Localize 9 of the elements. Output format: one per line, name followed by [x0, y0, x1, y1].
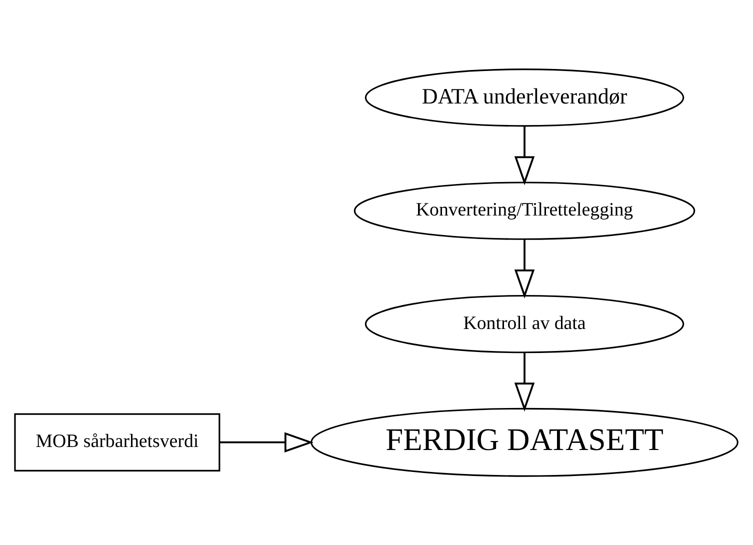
node-ellipse: FERDIG DATASETT [310, 408, 738, 477]
arrow [514, 240, 535, 298]
arrow [219, 432, 314, 452]
node-ellipse: Konvertering/Tilrettelegging [354, 182, 696, 240]
node-ellipse: Kontroll av data [364, 294, 684, 354]
arrow [514, 352, 535, 412]
node-box: MOB sårbarhetsverdi [14, 413, 220, 472]
arrow [514, 126, 535, 186]
node-ellipse: DATA underleverandør [364, 68, 684, 127]
